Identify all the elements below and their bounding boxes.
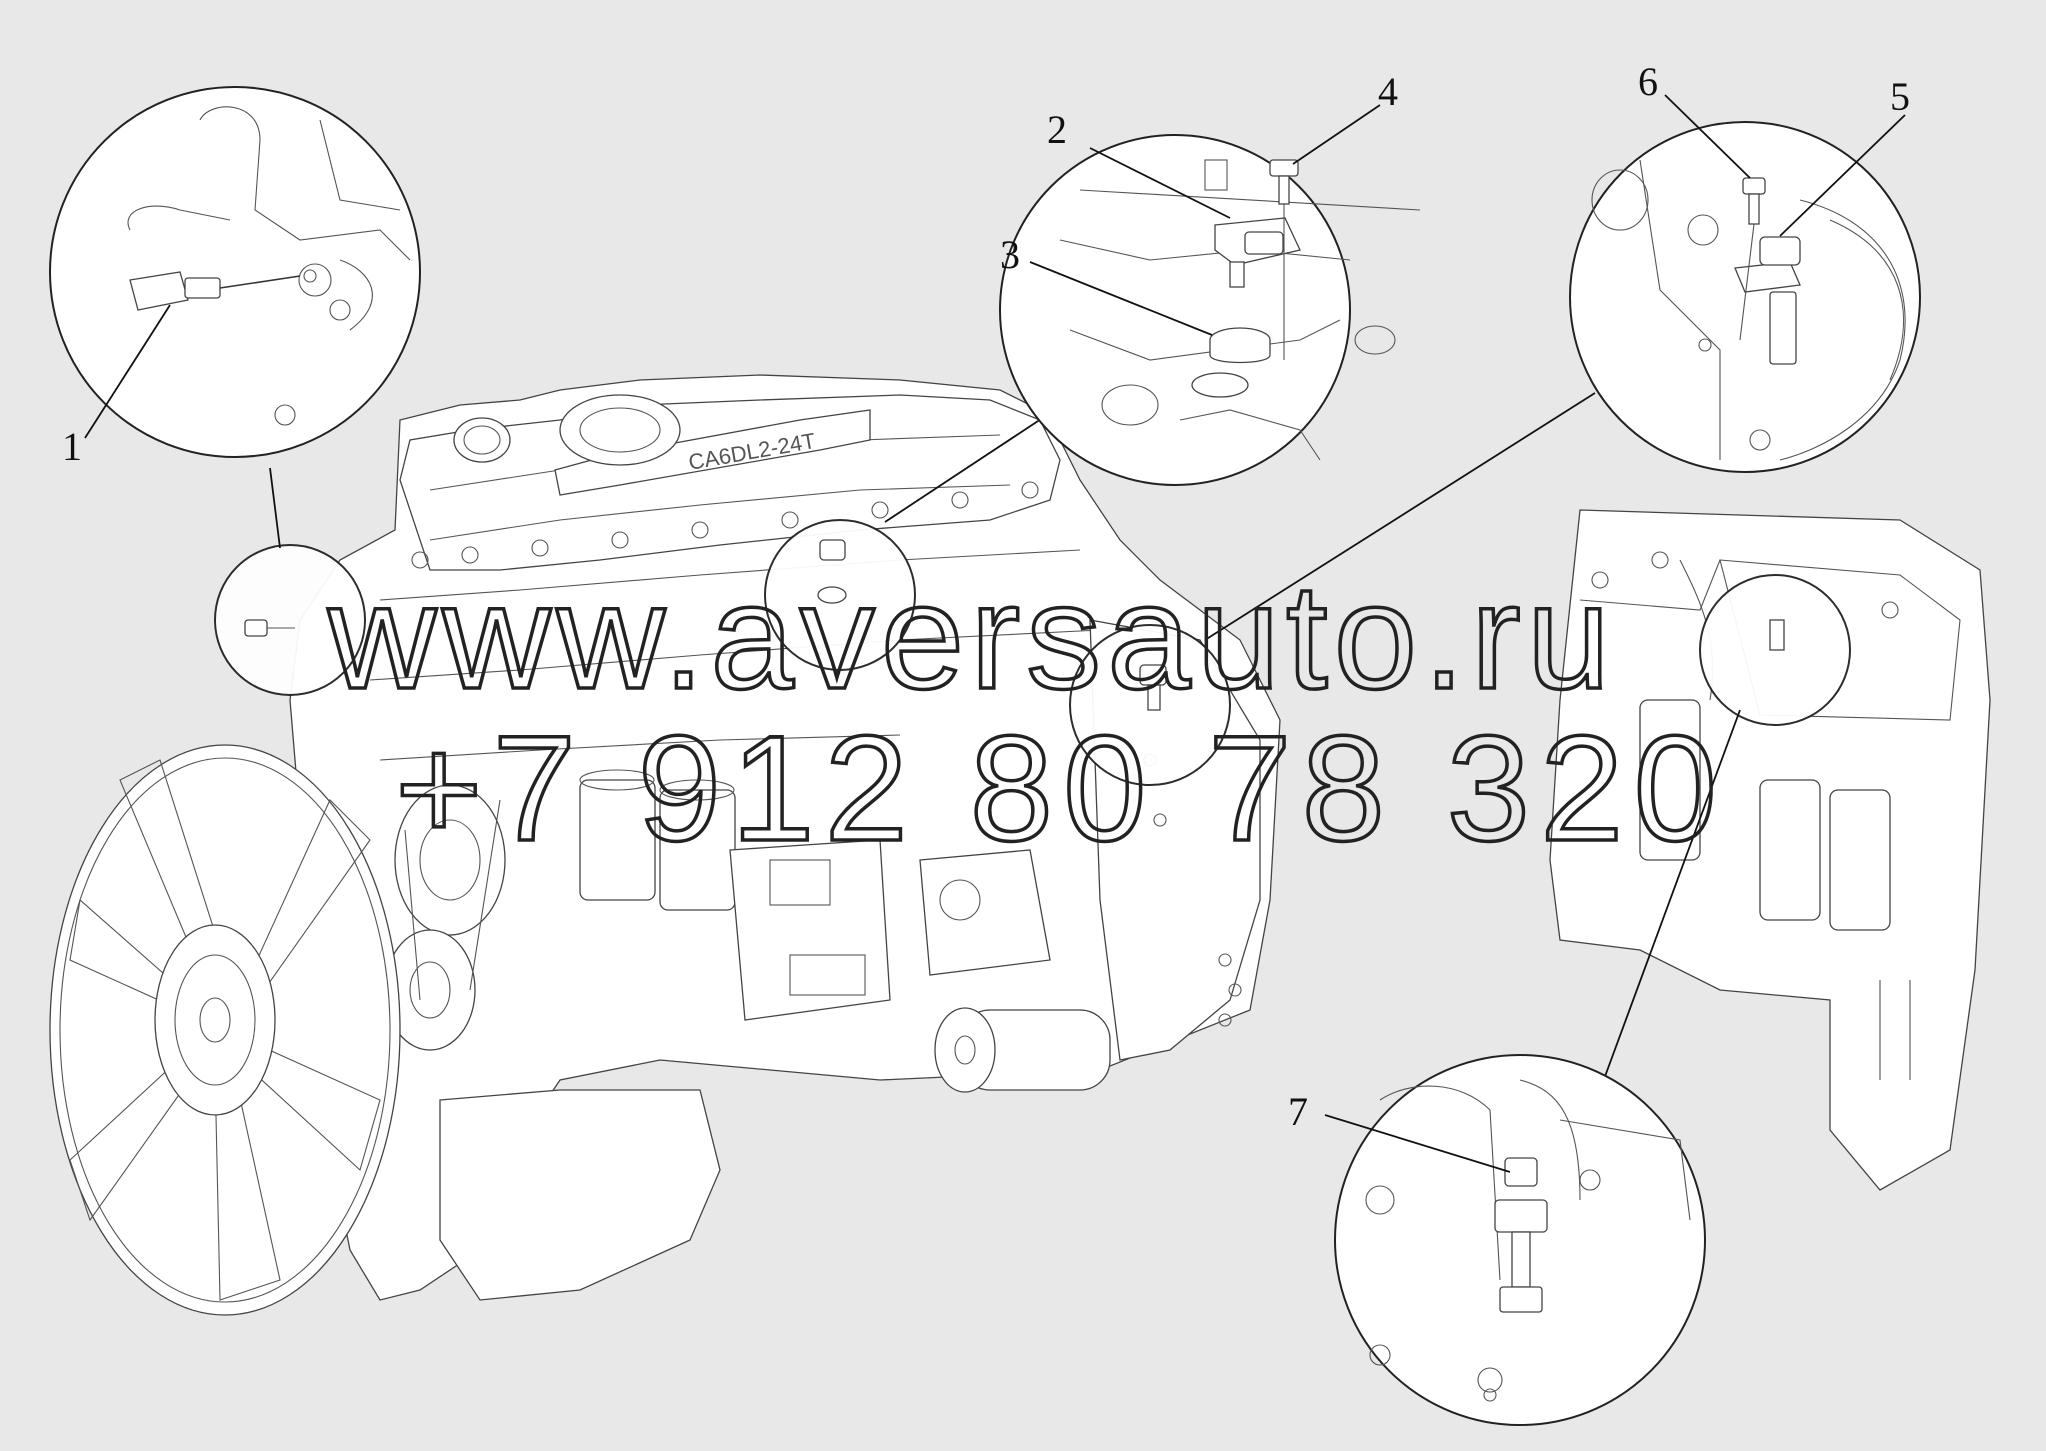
highlight-circles	[214, 519, 1851, 786]
detail-circle-7	[1334, 1054, 1706, 1426]
watermark-phone: +7 912 80 78 320	[395, 704, 1727, 872]
callout-3: 3	[1000, 232, 1213, 336]
detail-circle-2-3-4	[999, 134, 1421, 486]
callout-5: 5	[1779, 74, 1910, 237]
callout-label-3: 3	[1000, 232, 1020, 277]
callout-2: 2	[1047, 107, 1231, 219]
callout-label-1: 1	[62, 424, 82, 469]
callout-label-2: 2	[1047, 107, 1067, 152]
callout-1: 1	[62, 304, 171, 469]
callout-label-4: 4	[1378, 69, 1398, 114]
callout-label-5: 5	[1890, 74, 1910, 119]
detail-circle-5-6	[1569, 121, 1921, 473]
callout-7: 7	[1288, 1089, 1511, 1173]
callout-label-6: 6	[1638, 59, 1658, 104]
callout-label-7: 7	[1288, 1089, 1308, 1134]
detail-circle-1	[49, 86, 421, 458]
cooling-fan	[49, 744, 401, 1316]
callout-6: 6	[1638, 59, 1751, 179]
watermark: www.aversauto.ru +7 912 80 78 320	[325, 550, 1727, 874]
callout-4: 4	[1292, 69, 1398, 165]
engine-assembly: CA6DL2-24T	[289, 374, 1281, 1301]
watermark-website: www.aversauto.ru	[327, 552, 1616, 720]
